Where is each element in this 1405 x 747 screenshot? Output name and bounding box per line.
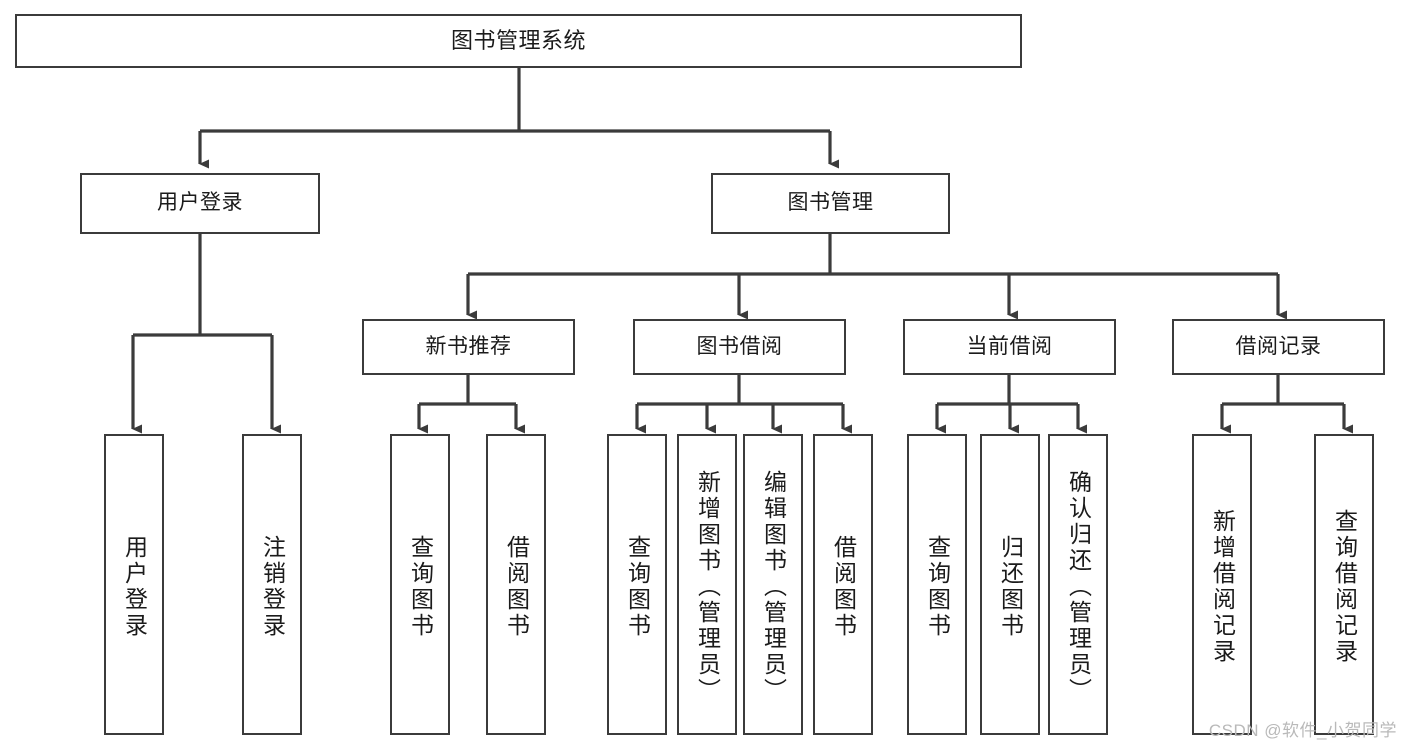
node-leaf-add-record-label: 新增借阅记录 [1209, 508, 1236, 665]
node-leaf-return-book-label: 归还图书 [997, 534, 1024, 639]
node-leaf-add-record[interactable]: 新增借阅记录 [1192, 434, 1252, 735]
node-user-login-label: 用户登录 [157, 191, 243, 215]
node-user-login[interactable]: 用户登录 [80, 173, 320, 234]
node-leaf-query-record-label: 查询借阅记录 [1331, 508, 1358, 665]
node-leaf-borrow-book-2-label: 借阅图书 [830, 534, 857, 639]
node-new-book-recommend-label: 新书推荐 [425, 334, 512, 358]
node-leaf-user-login-label: 用户登录 [121, 534, 148, 639]
node-leaf-borrow-book-1-label: 借阅图书 [503, 534, 530, 639]
node-leaf-query-book-3[interactable]: 查询图书 [907, 434, 967, 735]
node-leaf-query-book-1[interactable]: 查询图书 [390, 434, 450, 735]
node-leaf-query-record[interactable]: 查询借阅记录 [1314, 434, 1374, 735]
node-new-book-recommend[interactable]: 新书推荐 [362, 319, 575, 375]
node-leaf-logout-label: 注销登录 [259, 534, 286, 639]
node-leaf-add-book-label: 新增图书（管理员） [694, 469, 721, 704]
node-current-borrow[interactable]: 当前借阅 [903, 319, 1116, 375]
watermark: CSDN @软件_小贺同学 [1208, 721, 1397, 740]
node-root-label: 图书管理系统 [450, 28, 586, 54]
node-leaf-borrow-book-1[interactable]: 借阅图书 [486, 434, 546, 735]
node-leaf-query-book-2[interactable]: 查询图书 [607, 434, 667, 735]
node-current-borrow-label: 当前借阅 [966, 334, 1053, 358]
node-leaf-borrow-book-2[interactable]: 借阅图书 [813, 434, 873, 735]
node-leaf-query-book-1-label: 查询图书 [407, 534, 434, 639]
node-root[interactable]: 图书管理系统 [15, 14, 1022, 68]
node-leaf-add-book[interactable]: 新增图书（管理员） [677, 434, 737, 735]
node-leaf-edit-book-label: 编辑图书（管理员） [760, 469, 787, 704]
node-borrow-record[interactable]: 借阅记录 [1172, 319, 1385, 375]
node-leaf-user-login[interactable]: 用户登录 [104, 434, 164, 735]
node-book-borrow-label: 图书借阅 [696, 334, 783, 358]
node-leaf-query-book-2-label: 查询图书 [624, 534, 651, 639]
node-leaf-confirm-return-label: 确认归还（管理员） [1065, 469, 1092, 704]
node-leaf-edit-book[interactable]: 编辑图书（管理员） [743, 434, 803, 735]
node-leaf-confirm-return[interactable]: 确认归还（管理员） [1048, 434, 1108, 735]
node-leaf-query-book-3-label: 查询图书 [924, 534, 951, 639]
node-book-borrow[interactable]: 图书借阅 [633, 319, 846, 375]
node-book-management-label: 图书管理 [787, 191, 874, 215]
node-book-management[interactable]: 图书管理 [711, 173, 950, 234]
node-leaf-logout[interactable]: 注销登录 [242, 434, 302, 735]
node-borrow-record-label: 借阅记录 [1235, 334, 1322, 358]
node-leaf-return-book[interactable]: 归还图书 [980, 434, 1040, 735]
